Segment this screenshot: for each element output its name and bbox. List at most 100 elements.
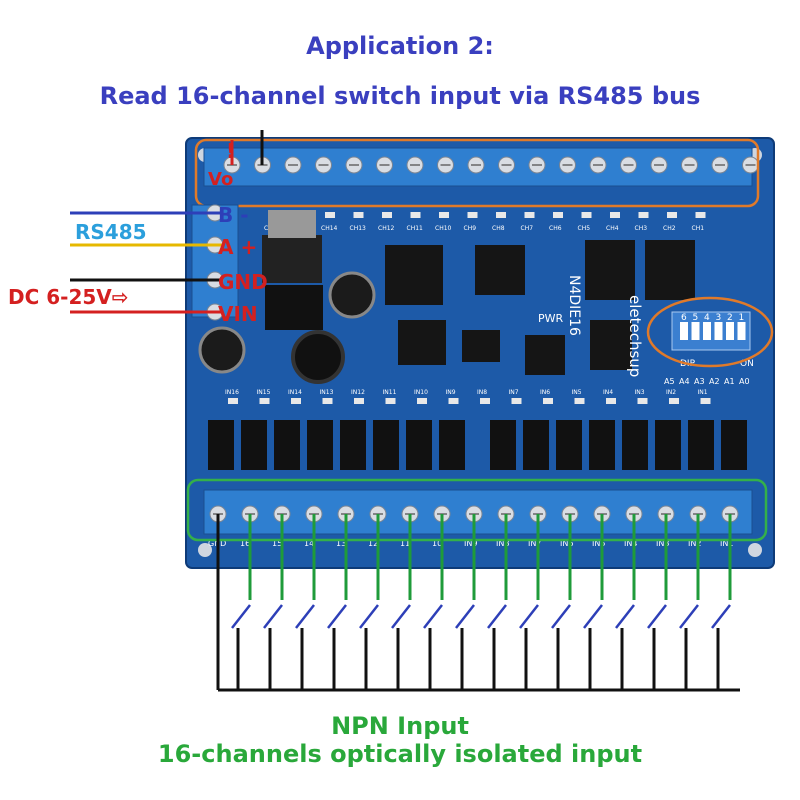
dip-key [691,322,700,340]
ic-chip [590,320,632,370]
bottom-terminal-label: 11 [400,539,410,548]
address-label: A2 [709,377,720,386]
bottom-terminal-label: 14 [304,539,314,548]
regulator-tab [268,210,316,238]
input-led-label: IN16 [225,389,239,396]
npn-switch [487,604,507,629]
input-led-label: IN5 [572,389,582,396]
input-led [637,398,648,404]
capacitor [328,271,376,319]
input-led [417,398,427,404]
input-led [480,398,490,404]
input-led [574,398,585,404]
dc-label: DC 6-25V⇨ [8,285,129,309]
dip-number: 4 [704,313,710,323]
terminal-label: B - [218,203,249,227]
npn-switch [647,604,667,629]
optocoupler [241,420,267,470]
rs485-label: RS485 [75,220,147,244]
input-led [448,398,459,404]
npn-switch [423,604,443,629]
input-led [543,398,553,404]
input-led [700,398,711,404]
status-led [325,212,335,218]
dip-highlight [646,296,774,368]
optocoupler [373,420,399,470]
address-label: A4 [679,377,690,386]
optocoupler [622,420,648,470]
switch-wiring [216,514,740,692]
dip-key [680,322,688,340]
inductor-round [291,330,345,384]
status-led [353,212,364,218]
input-led [291,398,301,404]
optocoupler [688,420,714,470]
status-led [610,212,620,218]
title-line-2: Read 16-channel switch input via RS485 b… [99,82,701,110]
bottom-terminal-label: IN5 [592,539,605,548]
top-terminal-highlight [194,138,760,208]
bottom-terminal-label: IN1 [720,539,733,548]
status-led [553,212,563,218]
ic-chip [475,245,525,295]
input-led-label: IN1 [698,389,708,396]
bottom-terminal-label: 16 [240,539,250,548]
bottom-terminal-label: IN6 [560,539,573,548]
terminal-label: GND [218,270,268,294]
input-led-label: IN10 [414,389,428,396]
npn-switch [359,604,379,629]
optocoupler-row [208,420,747,470]
input-led-label: IN2 [666,389,676,396]
footer-line-2: 16-channels optically isolated input [157,740,643,768]
input-led-label: IN7 [509,389,519,396]
vo-label: Vo [208,169,233,190]
optocoupler [208,420,234,470]
ic-chip [585,240,635,300]
npn-switch [327,604,347,629]
led-label: CH7 [521,225,534,232]
mount-hole [198,543,212,557]
regulator-chip [262,235,322,283]
brand-label: eletechsup [626,295,644,377]
input-led-label: IN11 [383,389,397,396]
npn-switch [231,604,251,629]
title-line-1: Application 2: [306,32,494,60]
bottom-terminal-label: 15 [272,539,282,548]
led-label: CH14 [321,225,338,232]
bottom-terminal-label: IN7 [528,539,541,548]
left-terminal-block [191,204,239,318]
status-led [410,212,421,218]
led-label: CH6 [549,225,562,232]
npn-switch [263,604,283,629]
optocoupler [556,420,582,470]
inductor [265,285,323,330]
npn-switch [711,604,731,629]
status-led [695,212,706,218]
ic-chip [385,245,443,305]
dip-key [737,322,746,340]
dip-key [703,322,711,340]
input-led [511,398,522,404]
dip-number: 5 [693,313,699,323]
dip-number: 2 [727,313,733,323]
address-label: A3 [694,377,705,386]
optocoupler [307,420,333,470]
optocoupler [490,420,516,470]
input-led [606,398,616,404]
led-label: CH3 [635,225,648,232]
optocoupler [439,420,465,470]
ic-chip [645,240,695,300]
npn-switch [391,604,411,629]
input-led-label: IN4 [603,389,613,396]
status-led [467,212,478,218]
optocoupler [589,420,615,470]
npn-switch [583,604,603,629]
status-led [382,212,392,218]
input-led-label: IN15 [257,389,271,396]
dip-on-label: ON [740,359,754,369]
optocoupler [274,420,300,470]
input-led [669,398,679,404]
led-label: CH2 [663,225,676,232]
